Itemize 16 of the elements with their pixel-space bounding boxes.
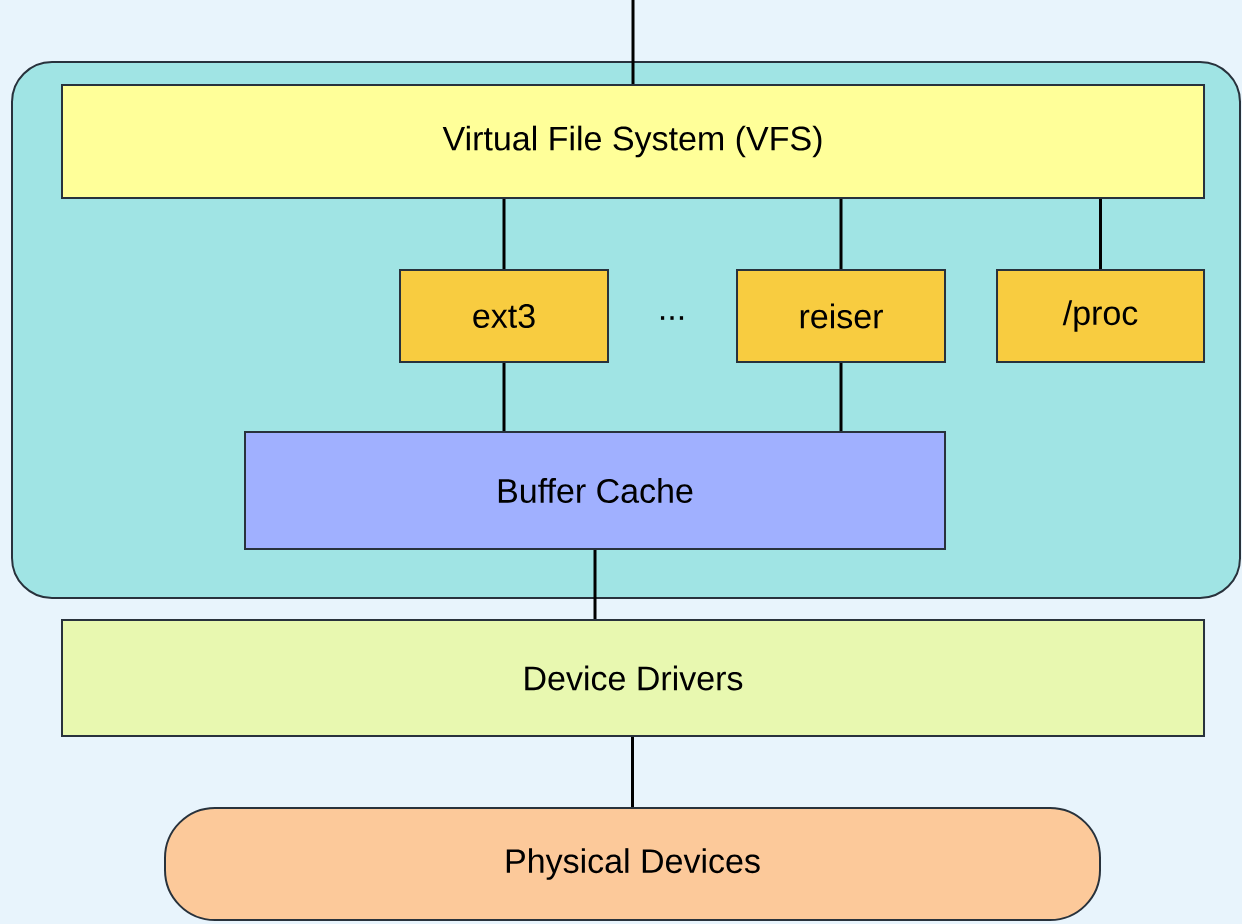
connector-line xyxy=(502,363,506,431)
filesystem-box: ext3 xyxy=(399,269,609,363)
connector-line xyxy=(631,737,634,807)
device-box: Physical Devices xyxy=(164,807,1101,921)
connector-line xyxy=(839,363,843,431)
connector-line xyxy=(839,199,843,269)
filesystem-box: /proc xyxy=(996,269,1205,363)
connector-line xyxy=(502,199,506,269)
connector-line xyxy=(1099,199,1102,269)
connector-line xyxy=(593,550,597,619)
filesystem-box: reiser xyxy=(736,269,946,363)
layer-box: Buffer Cache xyxy=(244,431,946,550)
connector-line xyxy=(631,0,635,84)
ellipsis: ... xyxy=(660,316,684,320)
layer-box: Virtual File System (VFS) xyxy=(61,84,1205,199)
layer-box: Device Drivers xyxy=(61,619,1205,737)
